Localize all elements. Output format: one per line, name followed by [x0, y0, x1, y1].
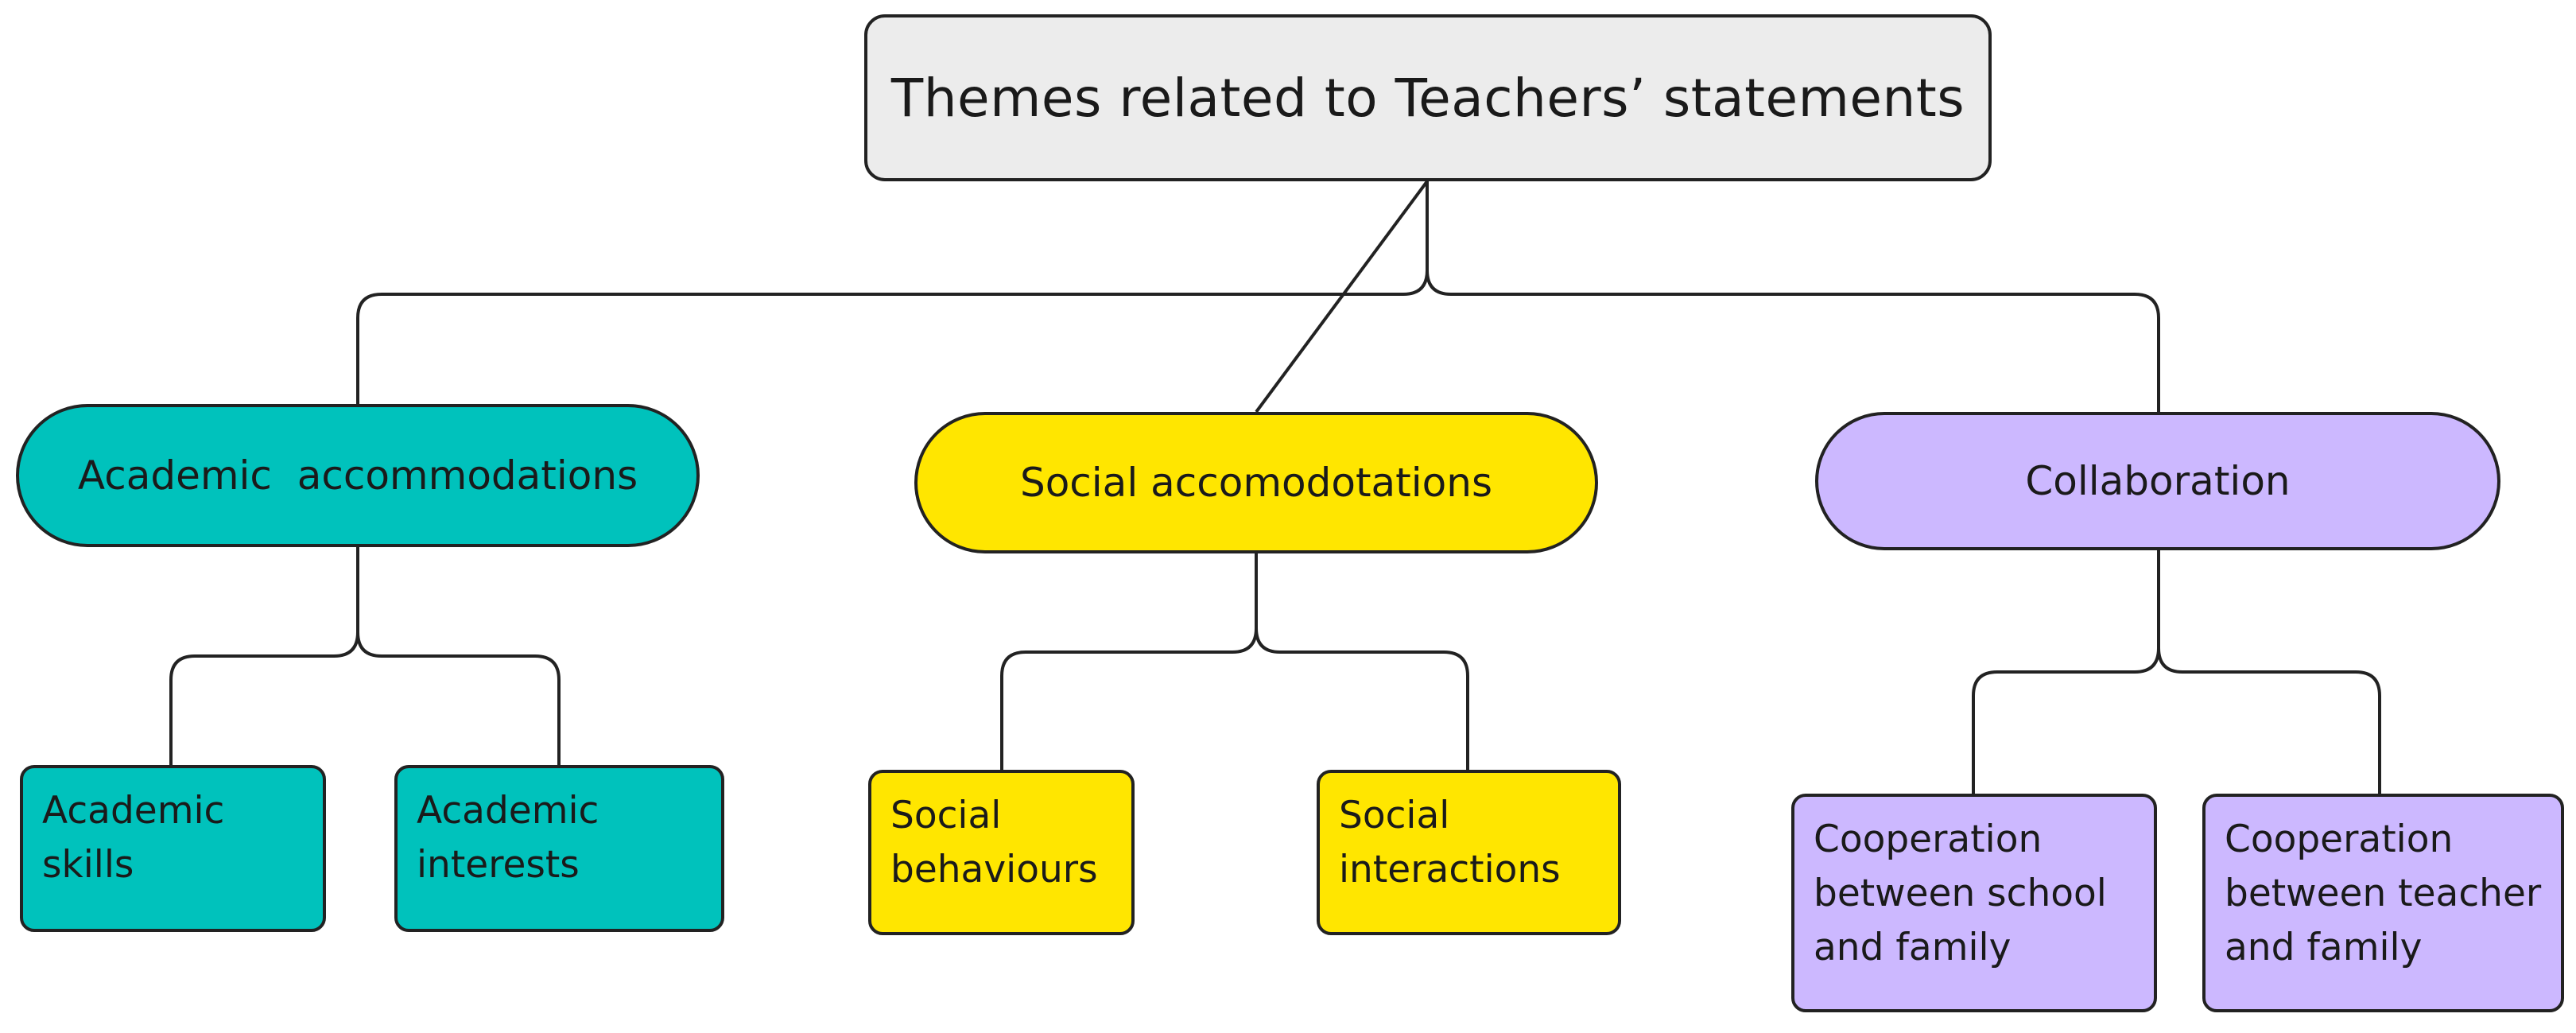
- theme-academic-accommodations: Academic accommodations: [16, 404, 700, 547]
- theme-social-accommodations: Social accomodotations: [914, 412, 1598, 553]
- theme-social-label: Social accomodotations: [1019, 460, 1493, 506]
- subtheme-social-behaviours: Social behaviours: [868, 770, 1135, 935]
- root-theme-label: Themes related to Teachers’ statements: [890, 67, 1965, 129]
- subtheme-academic-skills: Academic skills: [20, 765, 326, 932]
- subtheme-cooperation-teacher-family: Cooperation between teacher and family: [2202, 794, 2564, 1012]
- theme-collaboration: Collaboration: [1815, 412, 2500, 550]
- connector-academic-to-skills: [169, 547, 359, 765]
- connector-collaboration-to-school: [1972, 550, 2160, 794]
- root-theme-box: Themes related to Teachers’ statements: [864, 14, 1992, 181]
- connector-social-to-interactions: [1255, 627, 1469, 770]
- theme-collaboration-label: Collaboration: [2025, 458, 2291, 504]
- subtheme-social-interactions: Social interactions: [1317, 770, 1621, 935]
- connector-collaboration-to-teacher: [2157, 647, 2381, 794]
- connector-root-to-social: [1255, 180, 1429, 414]
- connector-root-to-collaboration: [1426, 270, 2160, 412]
- connector-social-to-behaviours: [1000, 553, 1258, 770]
- theme-academic-label: Academic accommodations: [77, 452, 638, 499]
- connector-root-to-academic: [356, 181, 1429, 404]
- subtheme-academic-interests: Academic interests: [394, 765, 724, 932]
- subtheme-cooperation-school-family: Cooperation between school and family: [1791, 794, 2157, 1012]
- connector-academic-to-interests: [356, 631, 561, 765]
